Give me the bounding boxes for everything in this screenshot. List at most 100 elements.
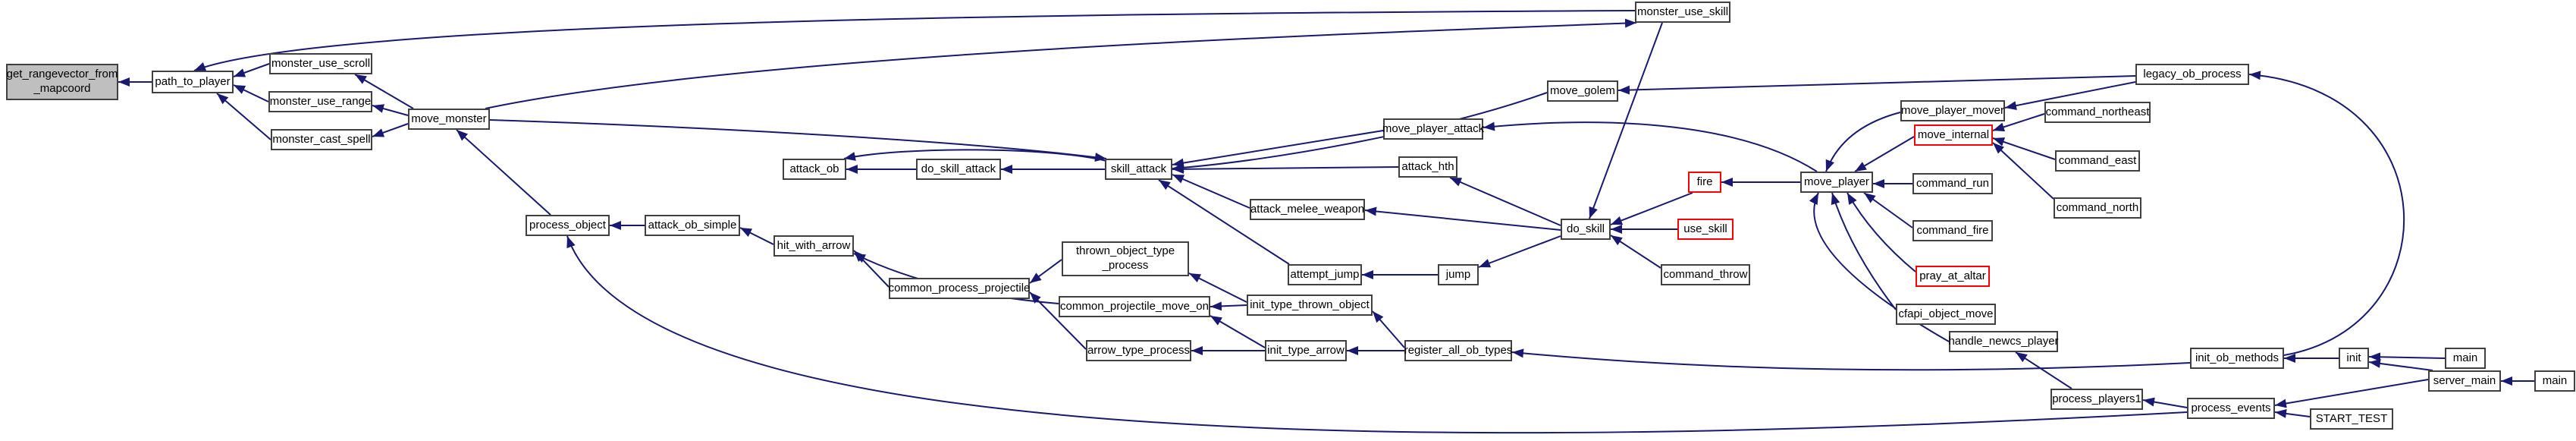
graph-node-init_type_arrow[interactable]: init_type_arrow (1265, 340, 1347, 361)
edge-register_all_ob_types-init_type_thrown_object (1372, 310, 1405, 348)
edge-move_monster-skill_attack (489, 119, 1107, 162)
graph-node-init_type_thrown_object[interactable]: init_type_thrown_object (1247, 295, 1373, 316)
edge-monster_use_scroll-path_to_player (233, 63, 270, 77)
edge-hit_with_arrow-attack_ob_simple (739, 227, 774, 245)
graph-node-pray_at_altar[interactable]: pray_at_altar (1916, 266, 1990, 287)
edge-move_golem-skill_attack (1172, 92, 1548, 172)
graph-node-monster_use_skill[interactable]: monster_use_skill (1635, 2, 1730, 23)
edge-move_monster-monster_cast_spell (372, 123, 409, 137)
edge-init_type_thrown_object-thrown_object_type_process (1188, 272, 1247, 303)
graph-node-command_throw[interactable]: command_throw (1661, 264, 1750, 285)
edge-main_top-init (2368, 352, 2446, 362)
graph-node-path_to_player[interactable]: path_to_player (152, 71, 234, 93)
graph-node-skill_attack[interactable]: skill_attack (1105, 159, 1172, 180)
edge-monster_use_skill-path_to_player (193, 10, 1636, 71)
edge-init_ob_methods-register_all_ob_types (1511, 348, 2191, 371)
edge-attack_hth-skill_attack (1172, 164, 1399, 174)
graph-node-main_top[interactable]: main (2445, 348, 2486, 369)
graph-node-do_skill_attack[interactable]: do_skill_attack (916, 159, 1001, 180)
graph-node-use_skill[interactable]: use_skill (1677, 219, 1734, 240)
graph-node-init_ob_methods[interactable]: init_ob_methods (2190, 348, 2284, 369)
edge-command_throw-do_skill (1610, 235, 1661, 269)
edge-legacy_ob_process-move_player_mover (2004, 81, 2136, 110)
edge-arrow_type_process-common_process_projectile (1029, 291, 1087, 350)
edge-monster_use_skill-do_skill (1589, 22, 1663, 219)
graph-node-move_golem[interactable]: move_golem (1547, 80, 1618, 102)
edge-START_TEST-process_events (2274, 408, 2311, 418)
graph-node-handle_newcs_player[interactable]: handle_newcs_player (1948, 331, 2059, 352)
graph-node-command_east[interactable]: command_east (2055, 150, 2140, 172)
graph-node-init[interactable]: init (2339, 348, 2369, 369)
graph-node-monster_cast_spell[interactable]: monster_cast_spell (271, 129, 372, 150)
graph-node-monster_use_scroll[interactable]: monster_use_scroll (269, 53, 372, 74)
edge-init_type_arrow-common_projectile_move_on (1210, 315, 1266, 348)
edge-pray_at_altar-move_player (1846, 192, 1916, 272)
edge-move_player_attack-skill_attack (1172, 130, 1384, 168)
graph-node-process_players1[interactable]: process_players1 (2050, 389, 2143, 410)
graph-node-do_skill[interactable]: do_skill (1561, 219, 1611, 240)
graph-node-common_projectile_move_on[interactable]: common_projectile_move_on (1059, 296, 1210, 317)
edge-process_events-process_object (566, 235, 2188, 434)
graph-node-process_object[interactable]: process_object (526, 215, 610, 236)
graph-node-attack_ob[interactable]: attack_ob (783, 159, 846, 180)
graph-node-jump[interactable]: jump (1438, 264, 1479, 285)
edge-server_main-process_events (2274, 379, 2429, 408)
edge-fire-do_skill (1610, 192, 1693, 225)
graph-node-register_all_ob_types[interactable]: register_all_ob_types (1404, 340, 1512, 361)
graph-node-thrown_object_type_process[interactable]: thrown_object_type_process (1062, 241, 1189, 276)
graph-node-monster_use_range[interactable]: monster_use_range (268, 91, 372, 112)
graph-node-label-line: _mapcoord (33, 82, 91, 95)
edge-move_monster-monster_use_skill (485, 18, 1637, 109)
edge-process_players1-handle_newcs_player (2015, 351, 2072, 389)
edge-monster_cast_spell-path_to_player (216, 93, 271, 140)
graph-node-command_run[interactable]: command_run (1912, 173, 1993, 194)
graph-node-attack_melee_weapon[interactable]: attack_melee_weapon (1250, 199, 1365, 220)
edge-move_monster-monster_use_scroll (354, 74, 414, 109)
graph-node-cfapi_object_move[interactable]: cfapi_object_move (1896, 304, 1996, 325)
graph-node-arrow_type_process[interactable]: arrow_type_process (1086, 340, 1191, 361)
edge-command_east-move_internal (1992, 137, 2056, 160)
edge-move_player-move_player_attack (1483, 121, 1818, 172)
edge-command_fire-move_player (1863, 192, 1913, 228)
edge-cfapi_object_move-move_player (1831, 192, 1897, 310)
graph-node-move_internal[interactable]: move_internal (1914, 124, 1993, 146)
graph-node-main_bottom[interactable]: main (2534, 370, 2575, 392)
graph-node-label-line: _process (1102, 259, 1149, 272)
edge-init_type_thrown_object-common_projectile_move_on (1210, 301, 1247, 311)
graph-node-attempt_jump[interactable]: attempt_jump (1288, 264, 1362, 285)
graph-node-hit_with_arrow[interactable]: hit_with_arrow (773, 235, 854, 257)
graph-node-get_rangevector_from_mapcoord: get_rangevector_from_mapcoord (6, 64, 118, 100)
edge-do_skill-attack_hth (1449, 177, 1561, 226)
graph-node-command_northeast[interactable]: command_northeast (2044, 102, 2151, 123)
edge-move_internal-move_player (1854, 136, 1915, 172)
graph-node-attack_ob_simple[interactable]: attack_ob_simple (645, 215, 740, 236)
graph-node-server_main[interactable]: server_main (2428, 370, 2501, 392)
edge-thrown_object_type_process-common_process_projectile (1029, 259, 1062, 284)
graph-node-label-line: thrown_object_type (1075, 244, 1175, 258)
edge-monster_use_range-path_to_player (233, 84, 269, 102)
graph-node-common_process_projectile[interactable]: common_process_projectile (889, 278, 1030, 299)
edge-server_main-init (2368, 358, 2433, 371)
edge-command_northeast-move_internal (1992, 113, 2045, 132)
edge-do_skill-attack_melee_weapon (1364, 206, 1561, 231)
graph-node-move_player[interactable]: move_player (1800, 172, 1873, 193)
graph-node-move_player_attack[interactable]: move_player_attack (1382, 118, 1484, 140)
graph-node-attack_hth[interactable]: attack_hth (1398, 156, 1457, 178)
graph-node-legacy_ob_process[interactable]: legacy_ob_process (2135, 64, 2249, 85)
graph-node-label-line: get_rangevector_from (6, 68, 118, 81)
edge-skill_attack-attack_ob (843, 149, 1107, 162)
edge-move_player_mover-move_player (1825, 112, 1901, 172)
edge-command_north-move_internal (1992, 142, 2054, 200)
graph-node-START_TEST[interactable]: START_TEST (2310, 408, 2393, 430)
graph-node-process_events[interactable]: process_events (2187, 398, 2275, 419)
edge-move_monster-monster_use_range (372, 104, 409, 116)
graph-node-command_fire[interactable]: command_fire (1912, 220, 1993, 241)
graph-node-command_north[interactable]: command_north (2054, 197, 2141, 219)
graph-node-fire[interactable]: fire (1688, 172, 1721, 193)
graph-node-move_player_mover[interactable]: move_player_mover (1900, 100, 2005, 121)
edge-legacy_ob_process-move_golem (1617, 75, 2136, 95)
graph-node-move_monster[interactable]: move_monster (408, 109, 490, 130)
edge-process_events-process_players1 (2142, 397, 2188, 408)
